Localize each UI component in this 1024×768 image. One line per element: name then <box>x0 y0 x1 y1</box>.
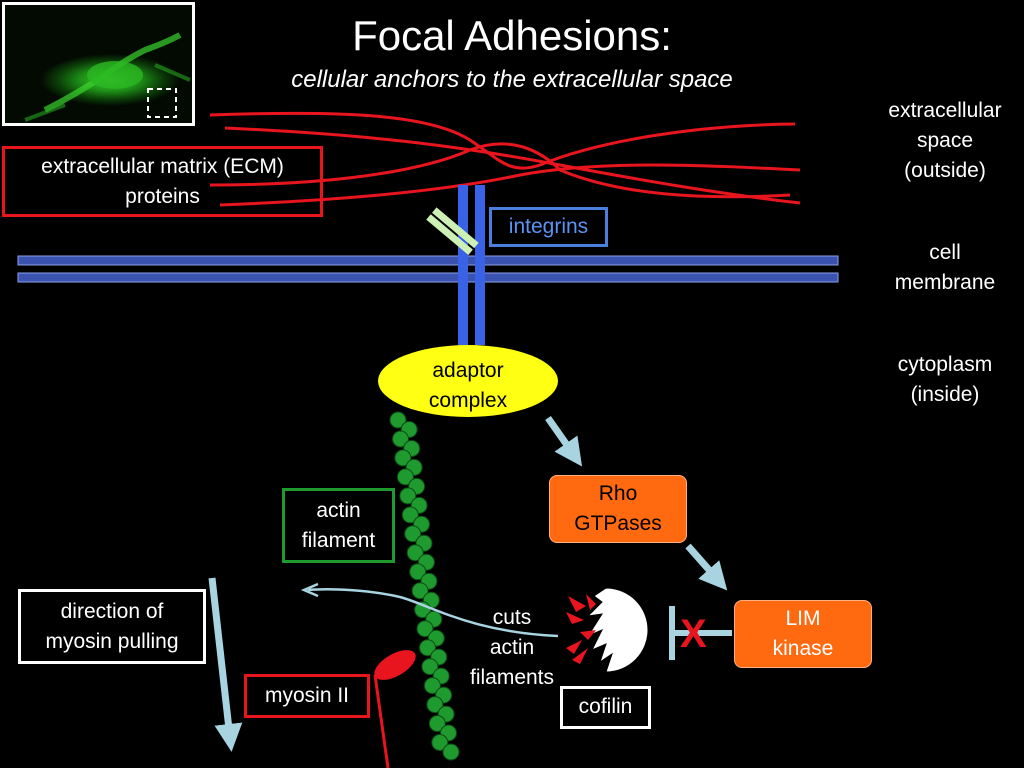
actin-bead <box>396 468 414 486</box>
rho-to-lim-arrow <box>685 543 728 591</box>
integrin-alpha <box>458 185 468 345</box>
adaptor-to-rho-arrow <box>545 415 583 467</box>
adaptor-complex-shape <box>378 345 558 417</box>
lim-kinase-box: LIM kinase <box>734 600 872 668</box>
inhibition-x-mark: X <box>680 612 707 656</box>
integrin-beta <box>475 185 485 345</box>
region-extracellular-label: extracellular space (outside) <box>888 99 1002 182</box>
actin-bead <box>416 620 434 638</box>
actin-bead <box>411 582 429 600</box>
actin-bead <box>392 430 409 448</box>
actin-filament-label-box: actin filament <box>282 488 395 563</box>
myosin-pull-arrow <box>208 577 243 752</box>
rho-gtpases-box: Rho GTPases <box>549 475 687 543</box>
adaptor-complex-label: adaptor complex <box>428 359 508 412</box>
cut-curve-head <box>300 582 319 598</box>
myosin-head <box>374 650 416 680</box>
actin-bead <box>421 658 439 676</box>
actin-bead <box>426 696 444 714</box>
region-membrane-label: cell membrane <box>894 241 996 294</box>
micrograph-thumbnail <box>2 2 195 126</box>
cut-curve <box>307 588 559 638</box>
actin-filament-beads <box>389 411 460 761</box>
page-subtitle: cellular anchors to the extracellular sp… <box>291 66 733 93</box>
ecm-label-box: extracellular matrix (ECM) proteins <box>2 146 323 217</box>
actin-bead <box>419 639 436 657</box>
actin-bead <box>406 544 424 562</box>
actin-bead <box>389 411 407 429</box>
cofilin-label-box: cofilin <box>560 686 651 729</box>
ecm-fibers <box>209 111 801 207</box>
myosin-label-box: myosin II <box>244 674 370 718</box>
actin-bead <box>399 487 417 505</box>
page-title: Focal Adhesions: <box>352 12 672 59</box>
actin-bead <box>423 677 441 695</box>
actin-bead <box>401 506 419 524</box>
actin-bead <box>394 449 412 467</box>
integrin-ligand-bars <box>426 207 479 255</box>
actin-bead <box>409 563 427 581</box>
membrane-inner-leaflet <box>17 272 839 283</box>
actin-bead <box>431 734 449 751</box>
direction-label-box: direction of myosin pulling <box>18 589 206 664</box>
cell-image <box>24 32 191 122</box>
cofilin-teeth <box>566 594 596 664</box>
region-cytoplasm-label: cytoplasm (inside) <box>897 353 993 406</box>
integrins-label-box: integrins <box>489 207 608 247</box>
actin-bead <box>428 715 446 732</box>
myosin-tail <box>373 674 390 768</box>
zoom-region <box>147 88 177 118</box>
cofilin-shape <box>586 587 649 673</box>
actin-bead <box>442 743 460 761</box>
actin-bead <box>404 525 422 543</box>
cuts-actin-label: cuts actin filaments <box>469 606 555 689</box>
membrane-outer-leaflet <box>17 255 839 266</box>
